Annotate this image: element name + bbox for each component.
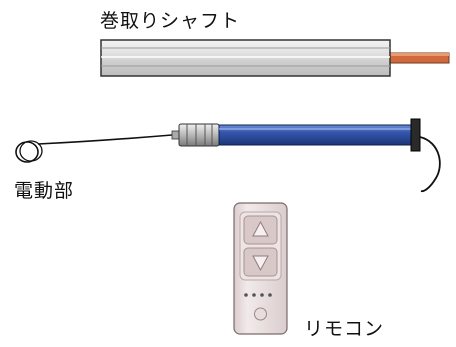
remote-indicator-dots: [244, 293, 272, 297]
up-down-arrows-icon: [252, 220, 269, 272]
remote-label: リモコン: [304, 318, 385, 340]
shaft-tip-highlight: [389, 53, 449, 56]
power-cable: [37, 134, 173, 145]
shaft-body: [100, 39, 391, 77]
remote-stop-button[interactable]: [254, 307, 267, 321]
connector-nut: [171, 123, 220, 147]
motor-label: 電動部: [14, 180, 75, 202]
end-cable: [419, 136, 441, 193]
shaft-label: 巻取りシャフト: [100, 10, 241, 32]
coil-icon: [15, 140, 43, 163]
remote-control: [233, 202, 288, 335]
motor-end-cap: [410, 118, 421, 152]
motor-tube: [218, 124, 414, 146]
winding-shaft: [100, 39, 450, 77]
motor-unit: [15, 118, 441, 193]
